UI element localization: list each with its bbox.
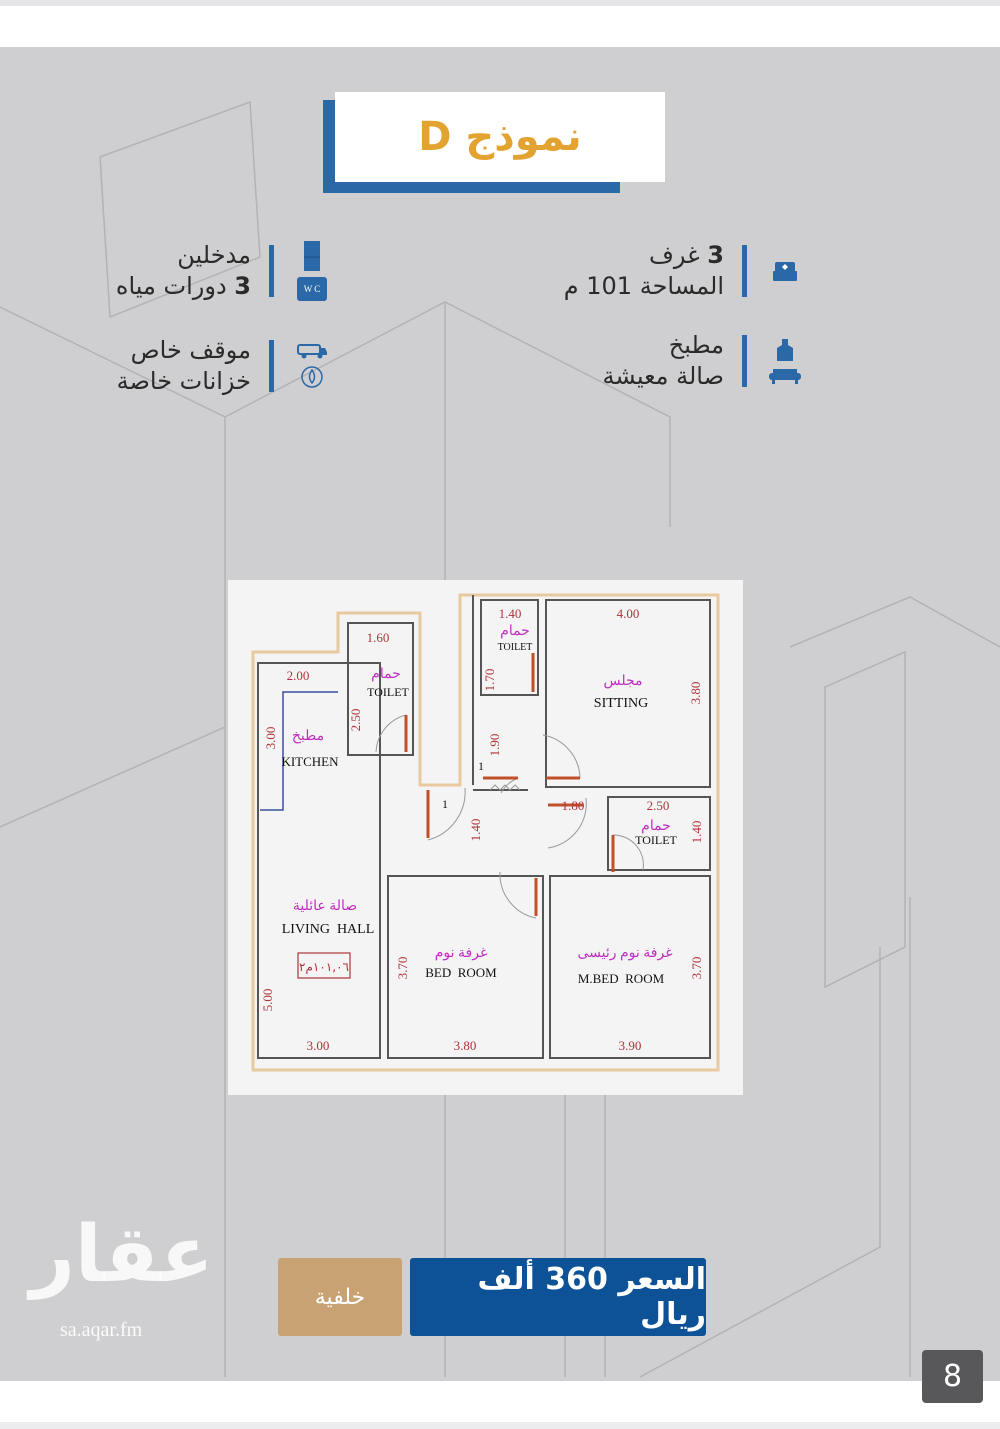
feature-parking-tanks: موقف خاص خزانات خاصة: [117, 335, 332, 397]
room-label-ar: حمام: [371, 667, 401, 682]
dim-label: 3.00: [263, 727, 278, 750]
watermark-logo: عقار: [30, 1210, 214, 1300]
water-tank-icon: [301, 366, 323, 388]
dim-label: 2.00: [287, 668, 310, 683]
watermark-url: sa.aqar.fm: [60, 1319, 143, 1341]
feature-divider: [742, 245, 747, 297]
area-label: المساحة 101 م: [563, 272, 724, 300]
room-label-ar: غرفة نوم: [435, 946, 488, 961]
back-button[interactable]: خلفية: [278, 1258, 402, 1336]
feature-divider: [269, 340, 274, 392]
dim-label: 3.90: [619, 1038, 642, 1053]
title-accent-underline: [323, 182, 620, 193]
room-label-en: KITCHEN: [281, 754, 339, 769]
price-label: السعر 360 ألف ريال: [477, 1262, 706, 1332]
dim-label: 5.00: [260, 989, 275, 1012]
page-number: 8: [922, 1350, 983, 1403]
door-icon: [304, 241, 320, 271]
feature-divider: [269, 245, 274, 297]
dim-label: 1.60: [367, 630, 390, 645]
dim-label: 1.40: [499, 606, 522, 621]
entrances-label: مدخلين: [177, 241, 251, 269]
room-label-en: TOILET: [367, 685, 409, 699]
apron-icon: [777, 339, 793, 361]
room-label-en: M.BED ROOM: [578, 971, 665, 986]
background-decoration: [0, 100, 1000, 1378]
bathrooms-label: دورات مياه: [115, 272, 235, 300]
room-label-en: BED ROOM: [425, 965, 497, 980]
dim-label: 1.40: [468, 819, 483, 842]
room-label-ar: غرفة نوم رئيسى: [577, 946, 672, 961]
area-value: ١٠١,٠٦م٢: [299, 960, 349, 974]
rooms-count: 3: [707, 241, 724, 269]
title-box: نموذج D: [335, 92, 665, 182]
dim-label: 2.50: [647, 798, 670, 813]
door-number: 1: [478, 759, 484, 773]
room-label-en: LIVING HALL: [282, 922, 375, 937]
room-label-ar: حمام: [500, 624, 530, 639]
rooms-label: غرف: [648, 241, 708, 269]
page-title: نموذج D: [418, 114, 582, 160]
car-icon: [297, 344, 327, 359]
floor-plan: 1.60 2.00 1.40 4.00 1.80 2.50 3.00 3.80 …: [228, 580, 743, 1095]
door-number: 1: [442, 797, 448, 811]
price-badge: السعر 360 ألف ريال: [410, 1258, 706, 1336]
dim-label: 2.50: [348, 709, 363, 732]
kitchen-label: مطبخ: [668, 331, 724, 359]
room-label-ar: مجلس: [603, 674, 642, 689]
dim-label: 1.90: [487, 734, 502, 757]
tanks-label: خزانات خاصة: [116, 367, 251, 395]
living-label: صالة معيشة: [602, 362, 724, 390]
area-box: [297, 952, 351, 979]
room-label-en: TOILET: [635, 833, 677, 847]
dim-label: 1.70: [482, 669, 497, 692]
feature-entrances-bathrooms: W C مدخلين 3 دورات مياه: [116, 240, 332, 302]
dim-label: 1.80: [562, 798, 585, 813]
top-divider: [0, 0, 1000, 6]
sofa-icon: [769, 369, 801, 384]
feature-divider: [742, 335, 747, 387]
title-accent-bar: [323, 100, 335, 193]
dim-label: 1.40: [689, 821, 704, 844]
dim-label: 3.80: [454, 1038, 477, 1053]
room-label-ar: مطبخ: [292, 729, 324, 744]
dim-label: 3.00: [307, 1038, 330, 1053]
dim-label: 3.80: [688, 682, 703, 705]
feature-rooms-area: 3 غرف المساحة 101 م: [564, 240, 805, 302]
back-label: خلفية: [314, 1284, 366, 1310]
dim-label: 3.70: [689, 957, 704, 980]
parking-label: موقف خاص: [130, 336, 251, 364]
dim-label: 4.00: [617, 606, 640, 621]
wc-icon: W C: [297, 277, 327, 301]
bed-icon: [773, 262, 797, 281]
room-label-ar: حمام: [641, 819, 671, 834]
room-label-en: SITTING: [594, 696, 648, 711]
room-label-en: TOILET: [498, 642, 533, 653]
bathrooms-count: 3: [234, 272, 251, 300]
room-label-ar: صالة عائلية: [293, 899, 357, 914]
bottom-divider: [0, 1422, 1000, 1429]
feature-kitchen-living: مطبخ صالة معيشة: [603, 330, 805, 392]
dim-label: 3.70: [395, 957, 410, 980]
